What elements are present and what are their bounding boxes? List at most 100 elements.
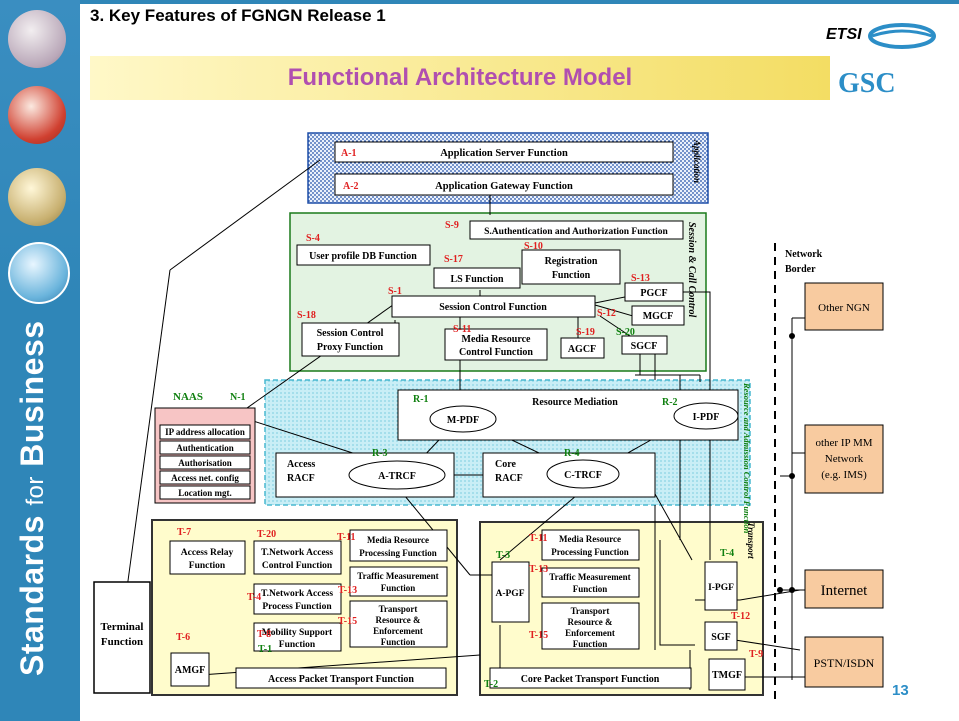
i-pgf: I-PGF <box>704 561 738 611</box>
svg-text:Access: Access <box>287 459 315 470</box>
agcf: AGCF <box>560 337 605 359</box>
svg-text:PGCF: PGCF <box>640 288 667 299</box>
svg-text:Core Packet Transport Function: Core Packet Transport Function <box>521 674 660 685</box>
ref-t8: T-8 <box>257 629 271 640</box>
svg-text:I-PGF: I-PGF <box>708 583 734 593</box>
svg-text:M-PDF: M-PDF <box>447 415 479 426</box>
svg-text:PSTN/ISDN: PSTN/ISDN <box>814 656 875 670</box>
svg-text:SGCF: SGCF <box>631 341 658 352</box>
svg-text:Function: Function <box>381 583 416 593</box>
svg-text:Access Packet Transport Functi: Access Packet Transport Function <box>268 674 414 685</box>
svg-text:IP address allocation: IP address allocation <box>165 427 245 437</box>
svg-text:Function: Function <box>573 639 608 649</box>
t-network-access-control-function: T.Network Access Control Function <box>253 540 342 575</box>
gsc-logo: GSC <box>838 68 896 99</box>
svg-text:A-TRCF: A-TRCF <box>378 471 416 482</box>
naas-box: IP address allocation Authentication Aut… <box>154 407 256 504</box>
svg-text:Function: Function <box>573 584 608 594</box>
t-network-access-process-function: T.Network Access Process Function <box>253 583 342 615</box>
etsi-swoosh-icon <box>868 23 936 49</box>
ref-s11: S-11 <box>453 324 471 335</box>
ref-a2: A-2 <box>343 181 359 192</box>
ref-s9: S-9 <box>445 220 459 231</box>
media-resource-control-function: Media Resource Control Function <box>444 328 548 361</box>
svg-text:LS Function: LS Function <box>450 274 504 285</box>
ref-t12: T-12 <box>731 611 750 622</box>
ref-t11a: T-11 <box>337 532 356 543</box>
svg-text:Transport: Transport <box>379 604 418 614</box>
ref-t6: T-6 <box>176 632 190 643</box>
svg-text:MGCF: MGCF <box>643 311 674 322</box>
svg-text:Authorisation: Authorisation <box>178 458 232 468</box>
ref-t4c: T-4 <box>720 548 734 559</box>
svg-text:Enforcement: Enforcement <box>565 628 615 638</box>
svg-text:Session Control: Session Control <box>317 328 384 339</box>
ref-t13a: T-13 <box>338 585 357 596</box>
svg-text:S.Authentication and Authoriza: S.Authentication and Authorization Funct… <box>484 227 668 237</box>
ref-s20: S-20 <box>616 327 635 338</box>
svg-text:TMGF: TMGF <box>712 670 742 681</box>
top-rule <box>80 0 959 4</box>
svg-text:C-TRCF: C-TRCF <box>564 470 602 481</box>
reference-labels: A-1 A-2 S-9 S-4 S-10 S-17 S-1 S-13 S-12 … <box>176 148 763 660</box>
amgf: AMGF <box>170 652 210 687</box>
svg-text:Processing Function: Processing Function <box>359 548 437 558</box>
svg-text:Control Function: Control Function <box>262 561 333 571</box>
ref-t15c: T-15 <box>529 630 548 641</box>
moon-image <box>8 10 66 68</box>
svg-text:Control Function: Control Function <box>459 347 533 358</box>
svg-text:A-PGF: A-PGF <box>495 589 524 599</box>
svg-text:Function: Function <box>189 561 226 571</box>
i-pdf: I-PDF <box>673 402 739 430</box>
svg-text:T.Network Access: T.Network Access <box>261 589 333 599</box>
svg-text:Resource &: Resource & <box>375 615 421 625</box>
svg-text:Function: Function <box>279 640 316 650</box>
svg-text:Authentication: Authentication <box>176 443 234 453</box>
page-number: 13 <box>892 682 909 699</box>
access-packet-transport-function: Access Packet Transport Function <box>235 667 447 689</box>
slide-heading: 3. Key Features of FGNGN Release 1 <box>90 6 386 25</box>
ref-s19: S-19 <box>576 327 595 338</box>
svg-text:Process Function: Process Function <box>262 602 332 612</box>
ref-s18: S-18 <box>297 310 316 321</box>
user-profile-db-function: User profile DB Function <box>296 244 431 266</box>
terminal-function: Terminal Function <box>93 581 151 694</box>
pstn-isdn: PSTN/ISDN <box>804 636 884 688</box>
ref-s13: S-13 <box>631 273 650 284</box>
ref-s4: S-4 <box>306 233 320 244</box>
svg-text:other IP MM: other IP MM <box>815 437 872 449</box>
svg-text:Media Resource: Media Resource <box>559 534 621 544</box>
svg-text:(e.g. IMS): (e.g. IMS) <box>821 469 867 481</box>
svg-text:Other NGN: Other NGN <box>818 302 870 314</box>
ref-t15a: T-15 <box>338 616 357 627</box>
ref-t1: T-1 <box>258 644 272 655</box>
a-trcf: A-TRCF <box>348 460 446 490</box>
internet: Internet <box>804 569 884 609</box>
other-ip-mm-network: other IP MM Network (e.g. IMS) <box>804 424 884 494</box>
ref-r4: R-4 <box>564 448 580 459</box>
transport-label: Transport <box>746 522 756 559</box>
ref-n1: N-1 <box>230 392 246 403</box>
sidebar: Standards for Business <box>0 0 80 721</box>
pgcf: PGCF <box>624 282 684 302</box>
svg-text:Function: Function <box>381 637 416 647</box>
ref-s12: S-12 <box>597 308 616 319</box>
application-label: Application <box>692 139 702 183</box>
ref-s17: S-17 <box>444 254 463 265</box>
ref-t13c: T-13 <box>529 564 548 575</box>
svg-text:Media Resource: Media Resource <box>462 334 532 345</box>
svg-text:AMGF: AMGF <box>175 665 206 676</box>
title-banner: Functional Architecture Model <box>90 56 830 100</box>
traffic-measurement-function-access: Traffic Measurement Function <box>349 566 448 597</box>
svg-text:Network: Network <box>825 453 864 465</box>
tmgf: TMGF <box>708 658 746 691</box>
ref-t4a: T-4 <box>247 592 261 603</box>
ref-r1: R-1 <box>413 394 429 405</box>
svg-text:Terminal: Terminal <box>101 621 144 633</box>
s-auth-function: S.Authentication and Authorization Funct… <box>469 220 684 240</box>
globe-image <box>8 86 66 144</box>
svg-text:Proxy Function: Proxy Function <box>317 342 384 353</box>
m-pdf: M-PDF <box>429 405 497 433</box>
